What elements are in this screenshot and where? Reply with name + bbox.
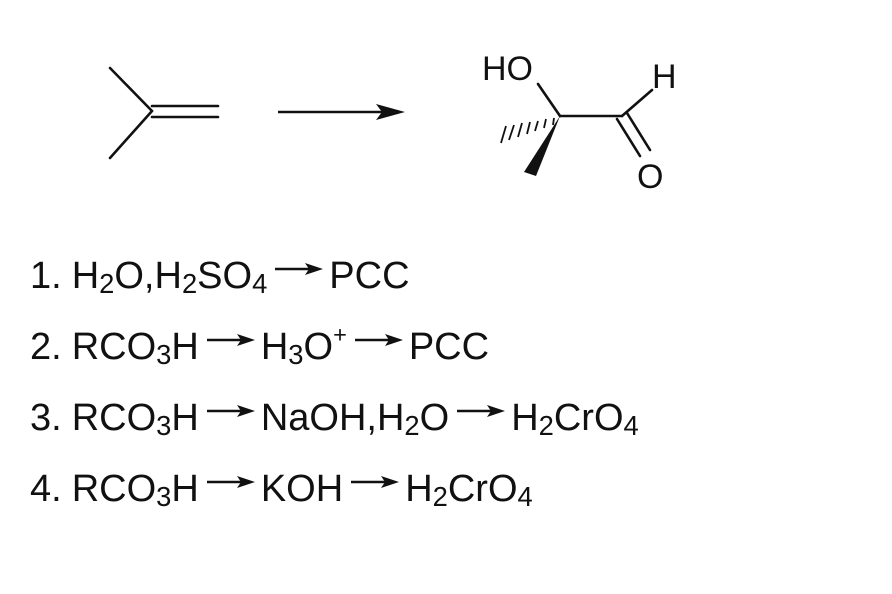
reagent-text: CrO — [553, 397, 624, 439]
reagent-text: 2 — [404, 409, 420, 441]
reagent-text: O — [303, 326, 334, 368]
hash-bond — [500, 117, 555, 144]
reagent-text: 3 — [288, 338, 304, 370]
reagent-text: RCO — [71, 397, 157, 439]
reagent-text: 2 — [99, 267, 115, 299]
option-number: 1. — [30, 255, 62, 297]
reagent-text: H — [171, 468, 199, 510]
methyl-bond-lower — [108, 109, 154, 160]
reagent-step-1: H2O,H2SO4 — [71, 255, 268, 297]
step-arrow — [353, 321, 405, 359]
reagent-text: O,H — [114, 255, 182, 297]
option-number: 4. — [30, 468, 62, 510]
product-structure: HO H O — [482, 50, 677, 196]
reagent-step-2: H3O+ — [260, 323, 347, 368]
hydroxyl-label: HO — [482, 50, 533, 88]
reagent-text: 2 — [432, 480, 448, 512]
methyl-bond-upper — [108, 66, 154, 113]
isobutylene-structure — [108, 66, 220, 160]
aldehyde-h-label: H — [652, 58, 677, 96]
reagent-step-1: RCO3H — [71, 326, 199, 368]
c-oh-bond — [536, 82, 562, 118]
option-number: 2. — [30, 326, 62, 368]
reagent-step-3: H2CrO4 — [511, 397, 639, 439]
reagent-text: PCC — [408, 326, 490, 368]
step-arrow — [205, 392, 257, 430]
reagent-text: H — [171, 326, 199, 368]
reagent-text: H — [405, 468, 433, 510]
reagent-text: 3 — [156, 480, 172, 512]
reagent-text: 3 — [156, 409, 172, 441]
reagent-text: H — [171, 397, 199, 439]
reaction-scheme: HO H O — [108, 50, 677, 196]
reagent-text: 2 — [181, 267, 198, 299]
reagent-text: 4 — [252, 267, 268, 299]
reagent-text: 4 — [623, 409, 639, 441]
reagent-step-1: RCO3H — [71, 397, 199, 439]
reagent-text: 3 — [156, 338, 172, 370]
reagent-text: RCO — [71, 326, 157, 368]
reagent-text: O — [419, 397, 450, 439]
reagent-text: H — [71, 255, 100, 297]
step-arrow — [205, 321, 257, 359]
carbonyl-o-label: O — [637, 158, 663, 196]
reagent-text: H — [260, 326, 289, 368]
reagent-text: NaOH,H — [260, 397, 405, 439]
reagent-step-2: KOH — [261, 470, 343, 508]
reagent-text: CrO — [447, 468, 518, 510]
step-arrow — [455, 392, 507, 430]
reagent-step-2: NaOH,H2O — [260, 397, 450, 439]
wedge-bond — [524, 116, 560, 176]
step-arrow — [273, 250, 325, 288]
option-number: 3. — [30, 397, 62, 439]
carbonyl-bond-1 — [615, 117, 642, 158]
reagent-text: + — [333, 321, 347, 348]
reagent-text: 2 — [538, 409, 554, 441]
step-arrow — [349, 463, 401, 501]
reagent-step-2: PCC — [329, 257, 409, 295]
reagent-text: SO — [197, 255, 253, 297]
reagent-step-1: RCO3H — [71, 468, 199, 510]
aldehyde-h-bond — [620, 88, 654, 118]
carbonyl-bond-2 — [625, 111, 652, 152]
reagent-text: PCC — [329, 255, 410, 297]
reagent-text: KOH — [260, 468, 344, 510]
step-arrow — [205, 463, 257, 501]
reagent-step-3: PCC — [409, 328, 489, 366]
reagent-text: H — [511, 397, 539, 439]
reaction-arrow — [278, 104, 405, 120]
reagent-text: RCO — [71, 468, 157, 510]
reagent-step-3: H2CrO4 — [405, 468, 533, 510]
reagent-text: 4 — [517, 480, 533, 512]
